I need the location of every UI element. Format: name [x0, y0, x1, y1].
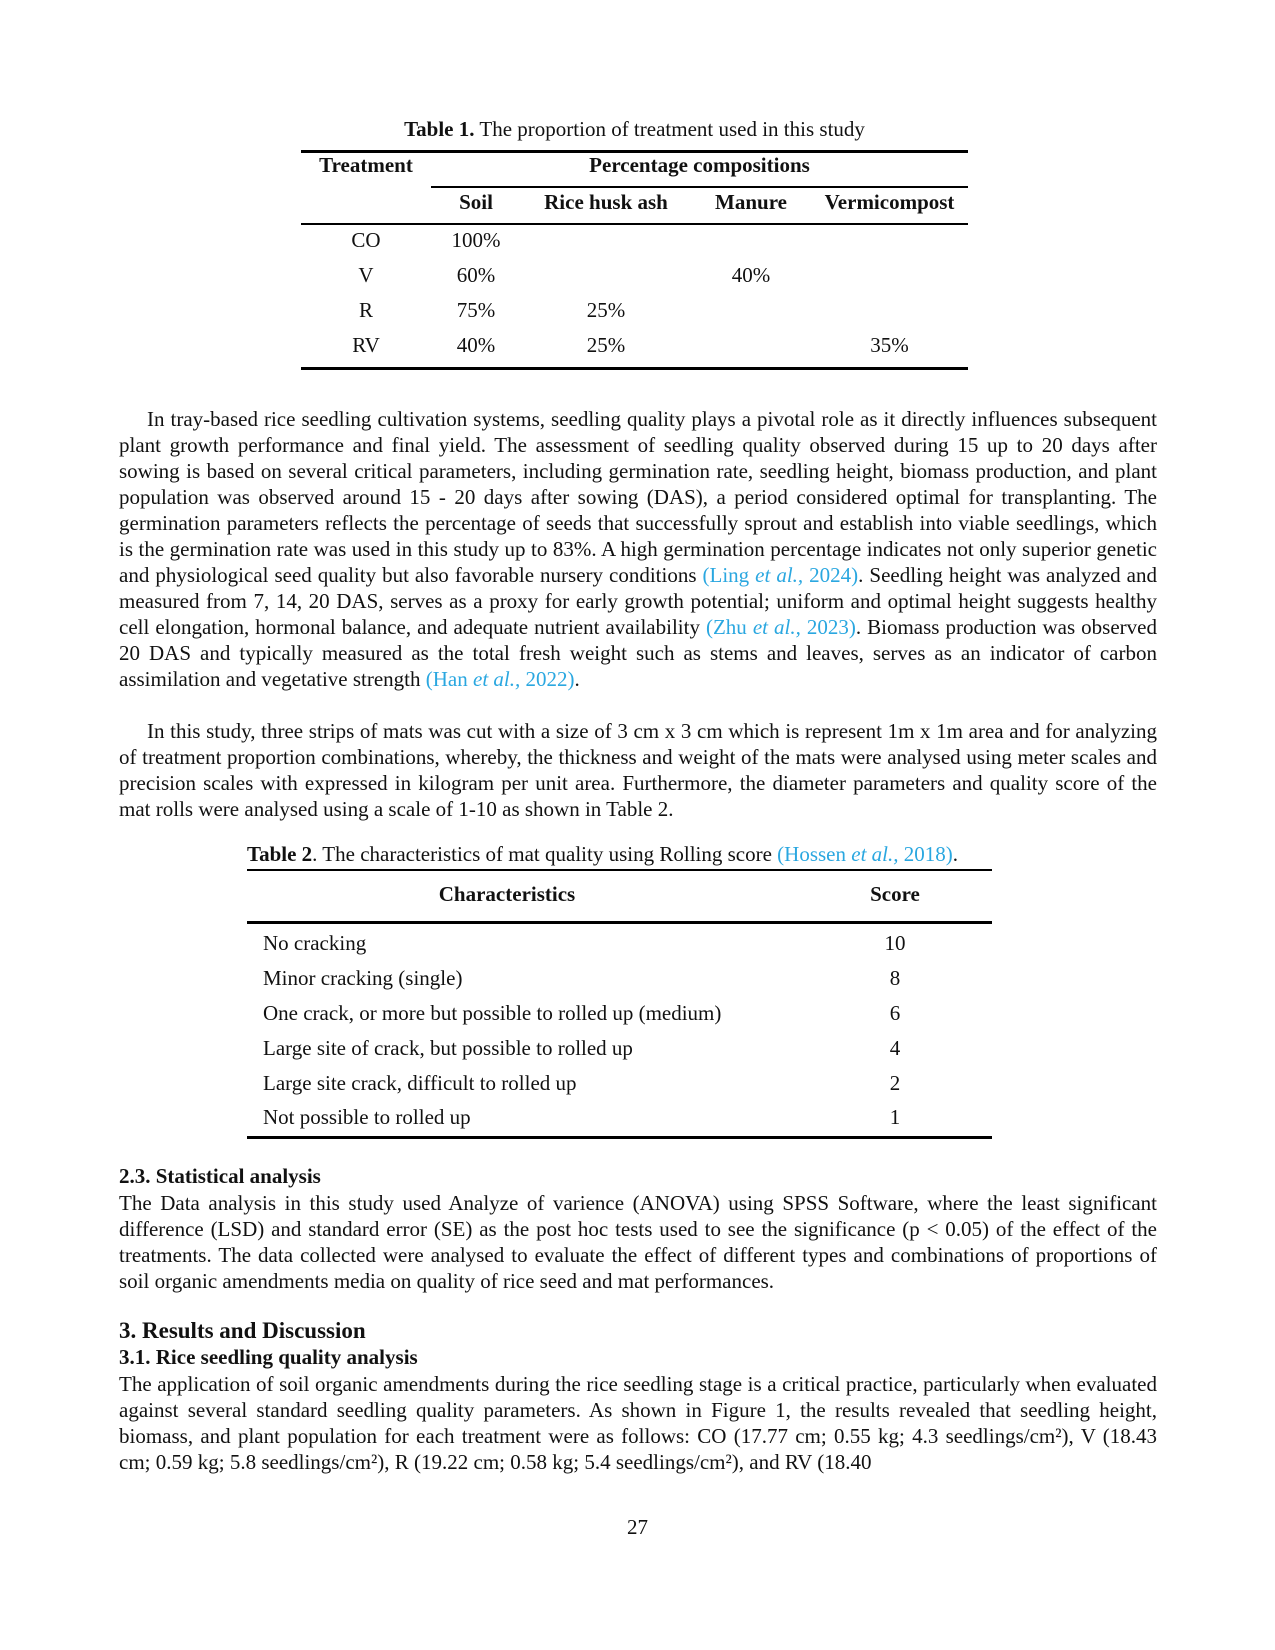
citation-link[interactable]: (Ling et al., 2024) [703, 563, 859, 587]
table2-cell-score: 1 [889, 1105, 901, 1129]
table1-group-rule [431, 186, 968, 188]
citation-text: (Han [425, 667, 473, 691]
table2-cell-characteristic: No cracking [263, 931, 367, 955]
table2-caption-text: . The characteristics of mat quality usi… [312, 842, 778, 866]
table2-caption-end: . [952, 842, 958, 866]
table2-cell-characteristic: Minor cracking (single) [263, 966, 463, 990]
citation-link[interactable]: (Zhu et al., 2023) [706, 615, 856, 639]
citation-link[interactable]: (Hossen et al., 2018) [777, 842, 953, 866]
table1-caption: Table 1. The proportion of treatment use… [301, 117, 968, 142]
body-paragraph: The Data analysis in this study used Ana… [119, 1191, 1157, 1293]
table1-cell-rice-husk-ash: 25% [586, 333, 626, 357]
table2-cell-score: 6 [889, 1001, 901, 1025]
table1-caption-text: The proportion of treatment used in this… [474, 117, 865, 141]
table1-cell-treatment: R [358, 298, 373, 322]
table1-cell-rice-husk-ash: 25% [586, 298, 626, 322]
table2-cell-characteristic: Not possible to rolled up [263, 1105, 471, 1129]
table2-caption-label: Table 2 [247, 842, 313, 866]
paragraph-text: . Seedling height was analyzed and measu… [119, 563, 1157, 639]
table2-caption: Table 2. The characteristics of mat qual… [247, 842, 1027, 867]
table1-cell-treatment: V [358, 263, 374, 287]
table1-header-manure: Manure [715, 190, 787, 214]
table1-cell-treatment: CO [351, 228, 381, 252]
table2-cell-characteristic: One crack, or more but possible to rolle… [263, 1001, 722, 1025]
body-paragraph: In this study, three strips of mats was … [119, 719, 1157, 821]
paragraph-text: . Biomass production was observed 20 DAS… [119, 615, 1157, 691]
citation-etal: et al., [752, 615, 801, 639]
table1-cell-soil: 75% [456, 298, 496, 322]
citation-etal: et al., [755, 563, 804, 587]
table1-header-vermicompost: Vermicompost [824, 190, 955, 214]
table1-caption-label: Table 1. [404, 117, 475, 141]
table1-header-treatment: Treatment [319, 153, 413, 177]
section-heading-results: 3. Results and Discussion [119, 1318, 366, 1343]
table1-bottom-rule [301, 367, 968, 370]
table1-header-rice-husk-ash: Rice husk ash [544, 190, 668, 214]
citation-year: 2018) [898, 842, 953, 866]
body-paragraph: In tray-based rice seedling cultivation … [119, 406, 1157, 692]
table1-cell-vermicompost: 35% [870, 333, 909, 357]
table2-cell-score: 8 [889, 966, 901, 990]
table1-cell-soil: 100% [451, 228, 501, 252]
citation-etal: et al., [473, 667, 521, 691]
paragraph-text: In tray-based rice seedling cultivation … [119, 407, 1157, 587]
citation-link[interactable]: (Han et al., 2022) [426, 667, 575, 691]
citation-year: 2024) [803, 563, 859, 587]
table2-cell-characteristic: Large site crack, difficult to rolled up [263, 1071, 577, 1095]
table2-header-characteristics: Characteristics [438, 882, 576, 906]
table2-cell-score: 4 [889, 1036, 901, 1060]
table1-header-rule [301, 223, 968, 225]
table1-cell-soil: 60% [456, 263, 496, 287]
table2-cell-characteristic: Large site of crack, but possible to rol… [263, 1036, 633, 1060]
table1-top-rule [301, 150, 968, 153]
citation-text: (Zhu [705, 615, 753, 639]
citation-etal: et al., [851, 842, 899, 866]
table1-cell-manure: 40% [731, 263, 771, 287]
table1-cell-treatment: RV [352, 333, 380, 357]
body-paragraph: The application of soil organic amendmen… [119, 1372, 1157, 1474]
citation-year: 2022) [520, 667, 575, 691]
table1-cell-soil: 40% [456, 333, 496, 357]
table1-header-soil: Soil [459, 190, 493, 214]
table1-header-group: Percentage compositions [589, 153, 810, 177]
table2-header-rule [247, 921, 992, 924]
subsection-heading-seedling-quality: 3.1. Rice seedling quality analysis [119, 1345, 418, 1369]
table2-cell-score: 2 [889, 1071, 901, 1095]
citation-year: 2023) [800, 615, 856, 639]
page-number: 27 [627, 1515, 648, 1539]
table2-top-rule [247, 869, 992, 871]
table2-bottom-rule [247, 1136, 992, 1139]
table2-cell-score: 10 [884, 931, 906, 955]
paragraph-text: . [574, 667, 580, 691]
citation-text: (Ling [702, 563, 756, 587]
table2-header-score: Score [870, 882, 920, 906]
section-heading-statistical-analysis: 2.3. Statistical analysis [119, 1164, 321, 1188]
citation-text: (Hossen [777, 842, 852, 866]
